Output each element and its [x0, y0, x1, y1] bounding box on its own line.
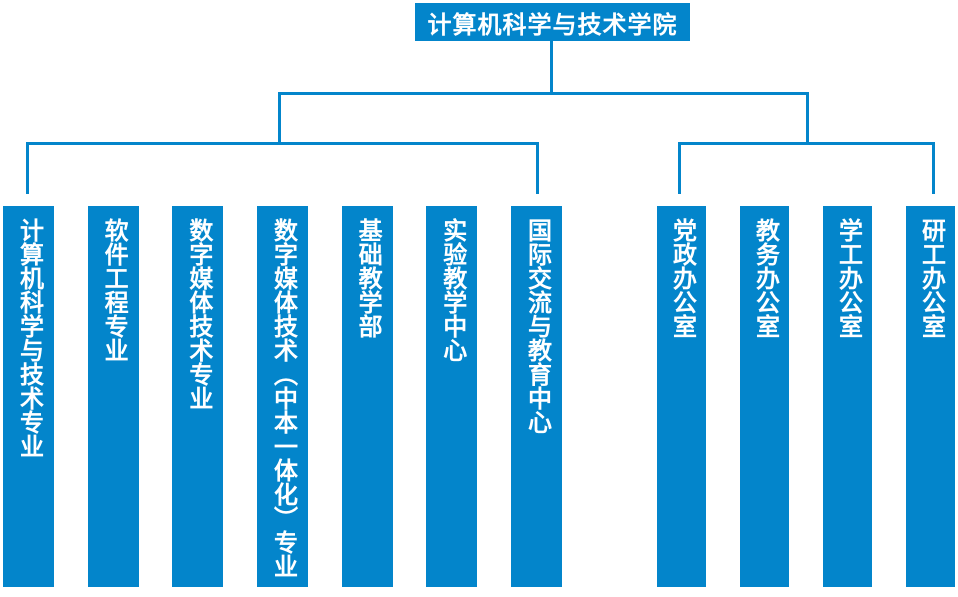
- org-node-experimental-teaching-center: 实验教学中心: [426, 206, 478, 587]
- connector-right-group-horizontal: [678, 142, 935, 145]
- org-node-graduate-work-office: 研工办公室: [906, 206, 955, 587]
- connector-left-group-horizontal: [26, 142, 539, 145]
- org-node-label: 软件工程专业: [100, 218, 128, 362]
- org-node-label: 党政办公室: [668, 218, 696, 338]
- org-node-digital-media-integrated-major: 数字媒体技术（中本一体化）专业: [256, 206, 308, 587]
- org-node-label: 学工办公室: [834, 218, 862, 338]
- connector-col7-drop: [536, 142, 539, 194]
- org-node-label: 基础教学部: [354, 218, 382, 338]
- left-branch-group: 计算机科学与技术专业 软件工程专业 数字媒体技术专业 数字媒体技术（中本一体化）…: [3, 206, 562, 587]
- org-node-label: 教务办公室: [751, 218, 779, 338]
- connector-col11-drop: [932, 142, 935, 194]
- org-node-software-eng-major: 软件工程专业: [87, 206, 139, 587]
- org-node-party-admin-office: 党政办公室: [657, 206, 706, 587]
- org-node-label: 数字媒体技术专业: [184, 218, 212, 410]
- org-node-label: 研工办公室: [917, 218, 945, 338]
- org-node-international-exchange-center: 国际交流与教育中心: [510, 206, 562, 587]
- right-branch-group: 党政办公室 教务办公室 学工办公室 研工办公室: [657, 206, 955, 587]
- org-node-cs-major: 计算机科学与技术专业: [3, 206, 54, 587]
- org-node-student-work-office: 学工办公室: [823, 206, 872, 587]
- org-node-label: 实验教学中心: [438, 218, 466, 362]
- org-node-label: 数字媒体技术（中本一体化）专业: [269, 218, 297, 578]
- root-node: 计算机科学与技术学院: [415, 3, 690, 41]
- org-node-label: 计算机科学与技术专业: [15, 218, 43, 458]
- org-node-label: 国际交流与教育中心: [523, 218, 551, 434]
- connector-col8-drop: [678, 142, 681, 194]
- org-node-digital-media-major: 数字媒体技术专业: [172, 206, 224, 587]
- org-node-academic-affairs-office: 教务办公室: [740, 206, 789, 587]
- connector-level1-horizontal: [278, 92, 809, 95]
- connector-left-branch-drop: [278, 92, 281, 145]
- org-node-basic-teaching-dept: 基础教学部: [341, 206, 393, 587]
- connector-col1-drop: [26, 142, 29, 194]
- connector-root-stem: [550, 41, 553, 92]
- connector-right-branch-drop: [806, 92, 809, 145]
